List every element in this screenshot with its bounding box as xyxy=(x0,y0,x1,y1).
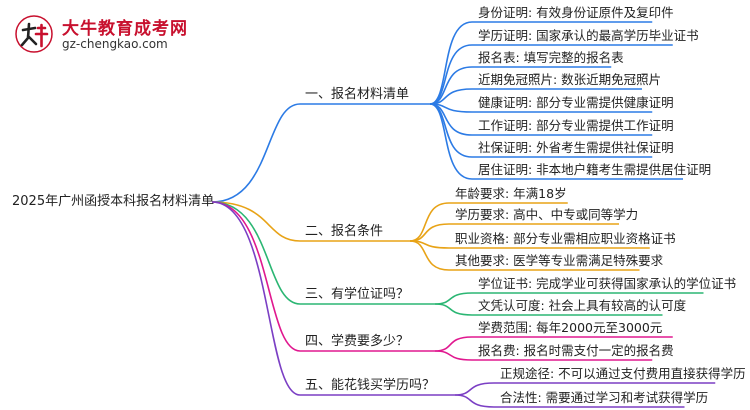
leaf-connector xyxy=(434,303,473,316)
branch-connector xyxy=(211,103,301,203)
leaf-item: 报名费: 报名时需支付一定的报名费 xyxy=(478,343,674,358)
branch-connector xyxy=(211,201,301,396)
logo-title: 大牛教育成考网 xyxy=(62,19,188,39)
leaf-item: 学历要求: 高中、中专或同等学力 xyxy=(455,207,639,222)
branch-label: 一、报名材料清单 xyxy=(305,87,410,102)
leaf-item: 工作证明: 部分专业需提供工作证明 xyxy=(478,118,674,133)
leaf-connector xyxy=(429,21,473,105)
leaf-item: 合法性: 需要通过学习和考试获得学历 xyxy=(500,390,709,405)
leaf-connector xyxy=(454,394,495,408)
branch-label: 五、能花钱买学历吗？ xyxy=(305,378,436,393)
leaf-item: 近期免冠照片: 数张近期免冠照片 xyxy=(478,72,662,87)
leaf-item: 职业资格: 部分专业需相应职业资格证书 xyxy=(455,231,676,246)
leaf-connector xyxy=(434,292,473,305)
leaf-connector xyxy=(434,336,473,352)
leaf-item: 居住证明: 非本地户籍考生需提供居住证明 xyxy=(478,162,712,177)
branch-connector xyxy=(211,201,301,352)
leaf-connector xyxy=(434,350,473,361)
leaf-item: 年龄要求: 年满18岁 xyxy=(455,186,567,201)
branch-connector xyxy=(211,201,301,305)
leaf-connector xyxy=(429,103,473,180)
logo-url: gz-chengkao.com xyxy=(62,37,168,51)
branch-label: 三、有学位证吗？ xyxy=(305,287,410,302)
leaf-item: 健康证明: 部分专业需提供健康证明 xyxy=(478,95,674,110)
leaf-connector xyxy=(454,382,495,396)
leaf-connector xyxy=(409,223,450,242)
leaf-item: 身份证明: 有效身份证原件及复印件 xyxy=(478,5,674,20)
branch-label: 四、学费要多少？ xyxy=(305,334,410,349)
leaf-connector xyxy=(409,202,450,242)
branch-connector xyxy=(211,201,301,242)
leaf-item: 学费范围: 每年2000元至3000元 xyxy=(478,320,663,335)
leaf-item: 学位证书: 完成学业可获得国家承认的学位证书 xyxy=(478,276,737,291)
leaf-item: 其他要求: 医学等专业需满足特殊要求 xyxy=(455,253,664,268)
branch-label: 二、报名条件 xyxy=(305,224,384,239)
leaf-item: 报名表: 填写完整的报名表 xyxy=(478,50,624,65)
site-logo: 大牛教育成考网 gz-chengkao.com xyxy=(14,12,209,56)
leaf-connector xyxy=(429,66,473,105)
logo-mark-icon xyxy=(15,15,53,53)
leaf-connector xyxy=(409,240,450,271)
leaf-item: 文凭认可度: 社会上具有较高的认可度 xyxy=(478,298,687,313)
root-topic: 2025年广州函授本科报名材料清单 xyxy=(12,194,215,209)
leaf-item: 社保证明: 外省考生需提供社保证明 xyxy=(478,140,674,155)
leaf-connector xyxy=(429,44,473,105)
leaf-item: 正规途径: 不可以通过支付费用直接获得学历 xyxy=(500,366,746,381)
leaf-item: 学历证明: 国家承认的最高学历毕业证书 xyxy=(478,28,699,43)
